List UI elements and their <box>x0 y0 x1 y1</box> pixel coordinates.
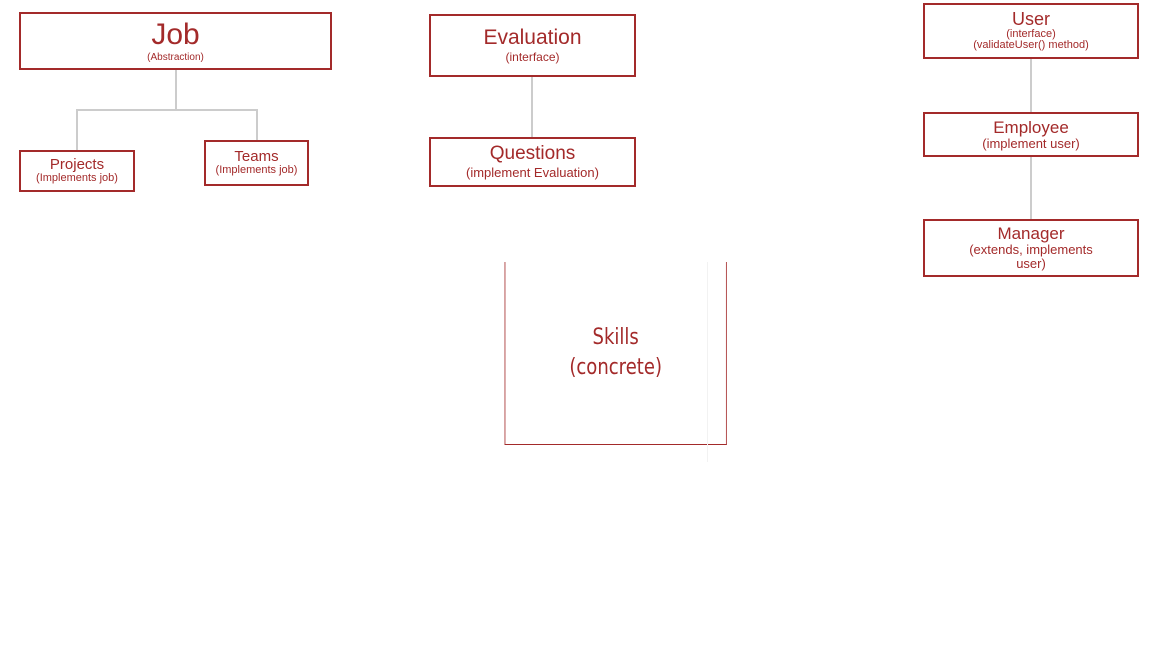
evaluation-questions-connector <box>531 75 533 139</box>
evaluation-subtitle: (interface) <box>505 50 560 65</box>
teams-title: Teams <box>234 148 279 166</box>
job-connector-stem <box>175 69 177 110</box>
job-connector-horizontal <box>76 109 258 111</box>
projects-node: Projects (Implements job) <box>19 150 135 192</box>
manager-node: Manager (extends, implements user) <box>923 219 1139 277</box>
teams-subtitle: (Implements job) <box>215 164 298 177</box>
skills-subtitle: (concrete) <box>569 355 663 380</box>
job-node: Job (Abstraction) <box>19 12 332 70</box>
manager-subtitle-cont: user) <box>1016 255 1046 271</box>
user-subtitle: (interface) <box>1006 27 1056 40</box>
employee-node: Employee (implement user) <box>923 112 1139 157</box>
manager-title: Manager <box>997 224 1065 244</box>
user-subtitle-method: (validateUser() method) <box>973 39 1089 52</box>
employee-manager-connector <box>1030 155 1032 221</box>
projects-subtitle: (Implements job) <box>36 172 118 185</box>
manager-subtitle: (extends, implements <box>969 242 1093 258</box>
job-title: Job <box>151 18 200 51</box>
projects-title: Projects <box>49 156 105 174</box>
user-node: User (interface) (validateUser() method) <box>923 3 1139 59</box>
user-employee-connector <box>1030 57 1032 114</box>
questions-subtitle: (implement Evaluation) <box>466 165 599 181</box>
job-subtitle: (Abstraction) <box>147 51 204 63</box>
questions-node: Questions (implement Evaluation) <box>429 137 636 187</box>
evaluation-title: Evaluation <box>483 26 582 50</box>
teams-node: Teams (Implements job) <box>204 140 309 186</box>
teams-connector <box>256 109 258 141</box>
questions-title: Questions <box>489 143 576 165</box>
faint-divider <box>707 262 708 462</box>
skills-title: Skills <box>592 325 639 351</box>
employee-subtitle: (implement user) <box>982 135 1080 151</box>
user-title: User <box>1011 9 1050 29</box>
employee-title: Employee <box>993 117 1069 137</box>
projects-connector <box>76 109 78 151</box>
skills-node: Skills (concrete) <box>504 262 727 445</box>
evaluation-node: Evaluation (interface) <box>429 14 636 77</box>
